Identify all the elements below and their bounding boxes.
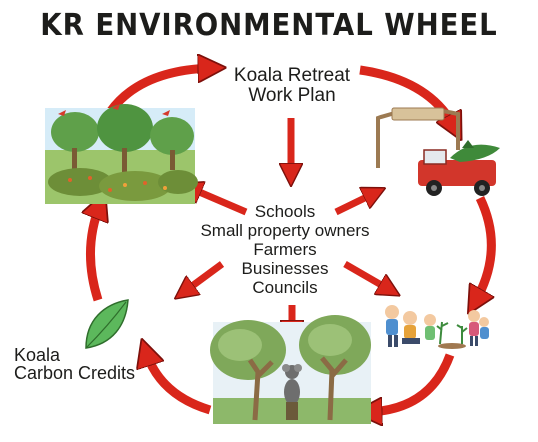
carbon-credits-line-2: Carbon Credits [14, 363, 136, 383]
leaf-icon [85, 299, 129, 349]
children-planting-illustration [385, 305, 489, 349]
arrow-forest-to-credits [146, 352, 212, 415]
arrow-to-gate [334, 193, 375, 216]
cycle-arrows [90, 65, 496, 415]
gate-and-truck-illustration [376, 107, 500, 196]
stakeholder-item: Farmers [253, 240, 317, 259]
stakeholder-item: Businesses [241, 259, 329, 278]
orchard-illustration [45, 104, 198, 204]
arrow-plan-to-truck [359, 65, 455, 128]
forest-koala-illustration [210, 315, 371, 424]
stakeholder-item: Councils [252, 278, 318, 297]
stakeholder-item: Small property owners [200, 221, 370, 240]
arrow-credits-to-orchard [90, 205, 100, 302]
work-plan-line-1: Koala Retreat [233, 65, 351, 86]
carbon-credits-line-1: Koala [14, 345, 61, 365]
stakeholder-list: Schools Small property owners Farmers Bu… [190, 202, 380, 297]
arrow-to-credits [184, 261, 225, 292]
page-title: KR ENVIRONMENTAL WHEEL [40, 8, 498, 43]
work-plan-label: Koala Retreat Work Plan [197, 66, 387, 106]
arrow-orchard-to-plan [106, 68, 212, 115]
carbon-credits-label: Koala Carbon Credits [14, 346, 135, 382]
arrow-kids-to-forest [368, 353, 455, 412]
arrow-to-kids [343, 260, 390, 290]
arrow-to-orchard [190, 188, 248, 216]
spoke-arrows [184, 118, 390, 332]
work-plan-line-2: Work Plan [248, 85, 336, 106]
arrow-truck-to-kids [475, 196, 496, 302]
stakeholder-item: Schools [254, 202, 316, 221]
